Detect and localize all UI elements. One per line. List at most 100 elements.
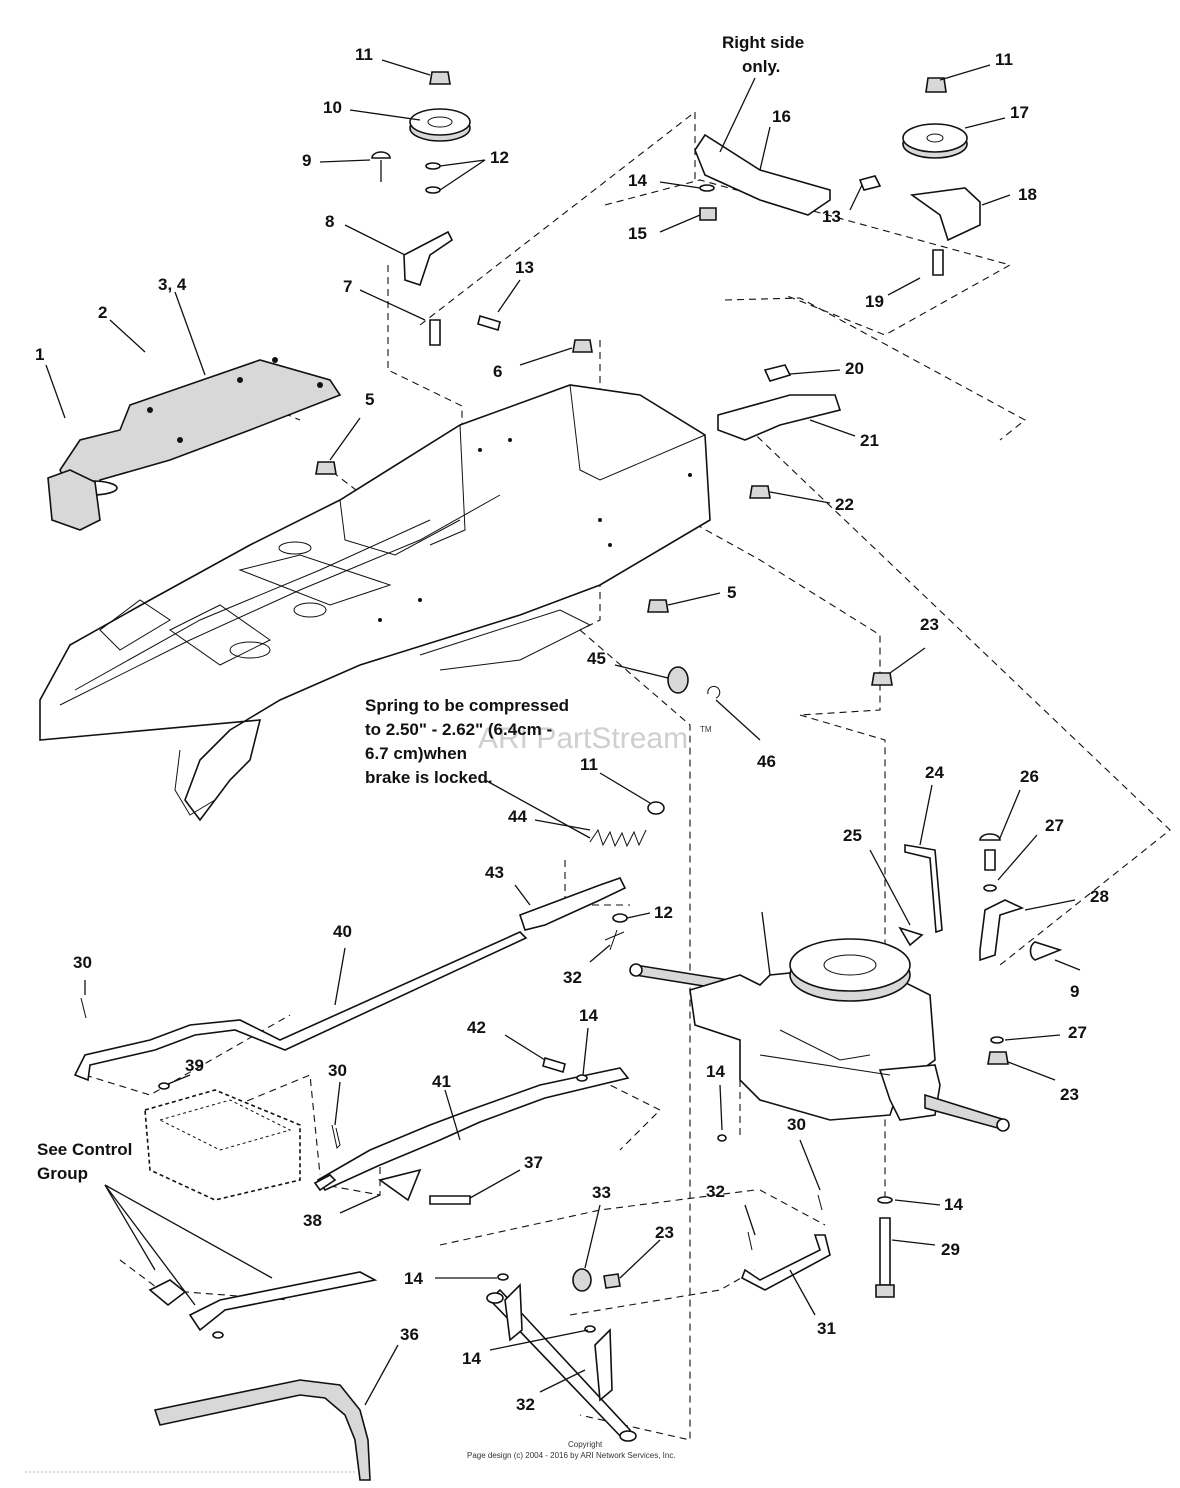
- arm-42: [518, 877, 628, 941]
- footer: Copyright Page design (c) 2004 - 2016 by…: [467, 1440, 676, 1460]
- callout-18: 18: [1018, 185, 1037, 204]
- assembly-guide-lines: [84, 110, 1171, 1441]
- callout-29: 29: [941, 1240, 960, 1259]
- callout-11: 11: [355, 45, 373, 64]
- callout-25: 25: [843, 826, 862, 845]
- callout-27: 27: [1068, 1023, 1087, 1042]
- main-frame: [39, 384, 711, 822]
- callout-6: 6: [493, 362, 502, 381]
- callout-27: 27: [1045, 816, 1064, 835]
- callout-12: 12: [490, 148, 509, 167]
- callout-13: 13: [515, 258, 534, 277]
- spring-43: [589, 801, 665, 848]
- callout-23: 23: [655, 1223, 674, 1242]
- callout-42: 43: [485, 863, 504, 882]
- callout-41: 42: [467, 1018, 486, 1037]
- callout-45: 46: [757, 752, 776, 771]
- footer-copyright: Copyright: [568, 1440, 603, 1449]
- note-control-line1: See Control: [37, 1140, 132, 1159]
- callout-2: 2: [98, 303, 107, 322]
- callout-35: 36: [400, 1325, 419, 1344]
- control-linkage: [104, 1184, 378, 1339]
- watermark-tm: TM: [700, 725, 712, 734]
- callout-9: 9: [302, 151, 311, 170]
- shaft-33: [486, 1268, 637, 1442]
- callout-19: 19: [865, 292, 884, 311]
- note-spring-line2: to 2.50" - 2.62" (6.4cm -: [365, 720, 552, 739]
- callout-22: 22: [835, 495, 854, 514]
- callout-15: 15: [628, 224, 647, 243]
- callout-37: 38: [303, 1211, 322, 1230]
- watermark: ARI PartStream TM: [478, 722, 712, 755]
- rod-39: [73, 931, 528, 1082]
- callout-23: 23: [1060, 1085, 1079, 1104]
- callout-14: 14: [706, 1062, 725, 1081]
- callout-23: 23: [920, 615, 939, 634]
- callout-11: 11: [995, 50, 1013, 69]
- bracket-21: [315, 339, 893, 686]
- callout-17: 17: [1010, 103, 1029, 122]
- hairpins: [313, 929, 618, 1192]
- footer-page-design: Page design (c) 2004 - 2016 by ARI Netwo…: [467, 1451, 676, 1460]
- callout-5: 5: [365, 390, 374, 409]
- callout-14: 14: [462, 1349, 481, 1368]
- bolt-29: [875, 1196, 895, 1298]
- callout-33: 32: [516, 1395, 535, 1414]
- callout-40: 41: [432, 1072, 451, 1091]
- callout-20: 20: [845, 359, 864, 378]
- callout-10: 10: [323, 98, 342, 117]
- callout-26: 26: [1020, 767, 1039, 786]
- callout-8: 8: [325, 212, 334, 231]
- callout-12: 12: [654, 903, 673, 922]
- callout-44: 45: [587, 649, 606, 668]
- watermark-text: ARI PartStream: [478, 722, 688, 755]
- pulley-17: [858, 77, 981, 276]
- callout-30: 30: [73, 953, 92, 972]
- callout-13: 13: [822, 207, 841, 226]
- callout-43: 44: [508, 807, 527, 826]
- callout-38: 39: [185, 1056, 204, 1075]
- callout-16: 16: [772, 107, 791, 126]
- callout-14: 14: [404, 1269, 423, 1288]
- parts: [39, 71, 1063, 1481]
- callout-30: 30: [787, 1115, 806, 1134]
- bracket-16: [694, 133, 831, 221]
- callout-32: 32: [706, 1182, 725, 1201]
- callout-9: 9: [1070, 982, 1079, 1001]
- callout-11: 11: [580, 755, 598, 774]
- leader-lines: [45, 59, 1081, 1406]
- callout-36: 37: [524, 1153, 543, 1172]
- notes: Right side only. Spring to be compressed…: [37, 33, 804, 1183]
- pulley-10: [371, 71, 501, 346]
- note-spring-line1: Spring to be compressed: [365, 696, 569, 715]
- callout-39: 40: [333, 922, 352, 941]
- rod-31: [741, 1194, 831, 1291]
- callout-34: 33: [592, 1183, 611, 1202]
- callout-numbers: 11 10 9 12 8 7 13 2 3, 4 1 5 6 11 17 16 …: [35, 45, 1109, 1414]
- callout-31: 31: [817, 1319, 836, 1338]
- note-right-side-line2: only.: [742, 57, 780, 76]
- note-control-line2: Group: [37, 1164, 88, 1183]
- plate-3-4: [47, 357, 342, 531]
- transaxle-46: [629, 938, 1010, 1132]
- callout-14: 14: [579, 1006, 598, 1025]
- lever-40: [158, 1056, 630, 1205]
- note-spring-line3: 6.7 cm)when: [365, 744, 467, 763]
- belt-35: [153, 1379, 371, 1481]
- callout-5: 5: [727, 583, 736, 602]
- callout-32: 32: [563, 968, 582, 987]
- bracket-28: [717, 833, 1063, 1142]
- callout-30: 30: [328, 1061, 347, 1080]
- callout-24: 24: [925, 763, 944, 782]
- bushing-44: [667, 666, 721, 699]
- callout-14: 14: [628, 171, 647, 190]
- callout-1: 1: [35, 345, 44, 364]
- control-group-block: [144, 1089, 301, 1201]
- callout-14: 14: [944, 1195, 963, 1214]
- note-spring-line4: brake is locked.: [365, 768, 493, 787]
- note-right-side-line1: Right side: [722, 33, 804, 52]
- callout-7: 7: [343, 277, 352, 296]
- callout-3-4: 3, 4: [158, 275, 187, 294]
- callout-28: 28: [1090, 887, 1109, 906]
